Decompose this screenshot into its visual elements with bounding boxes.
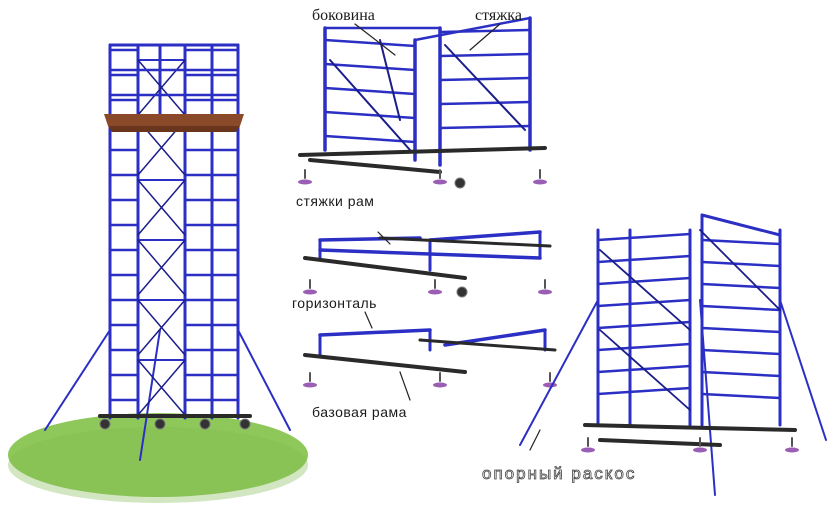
frame-braces-assembly — [303, 230, 552, 298]
label-base-frame: базовая рама — [312, 404, 407, 420]
base-frame-assembly — [303, 311, 557, 401]
assembled-section — [298, 16, 547, 189]
label-frame-braces: стяжки рам — [296, 193, 375, 209]
tall-tower — [8, 43, 308, 503]
label-brace: стяжка — [475, 7, 522, 24]
label-side-frame: боковина — [312, 7, 375, 24]
label-support-brace: опорный раскос — [482, 464, 637, 483]
braced-tower — [519, 213, 827, 496]
label-horizontal: горизонталь — [292, 295, 377, 311]
